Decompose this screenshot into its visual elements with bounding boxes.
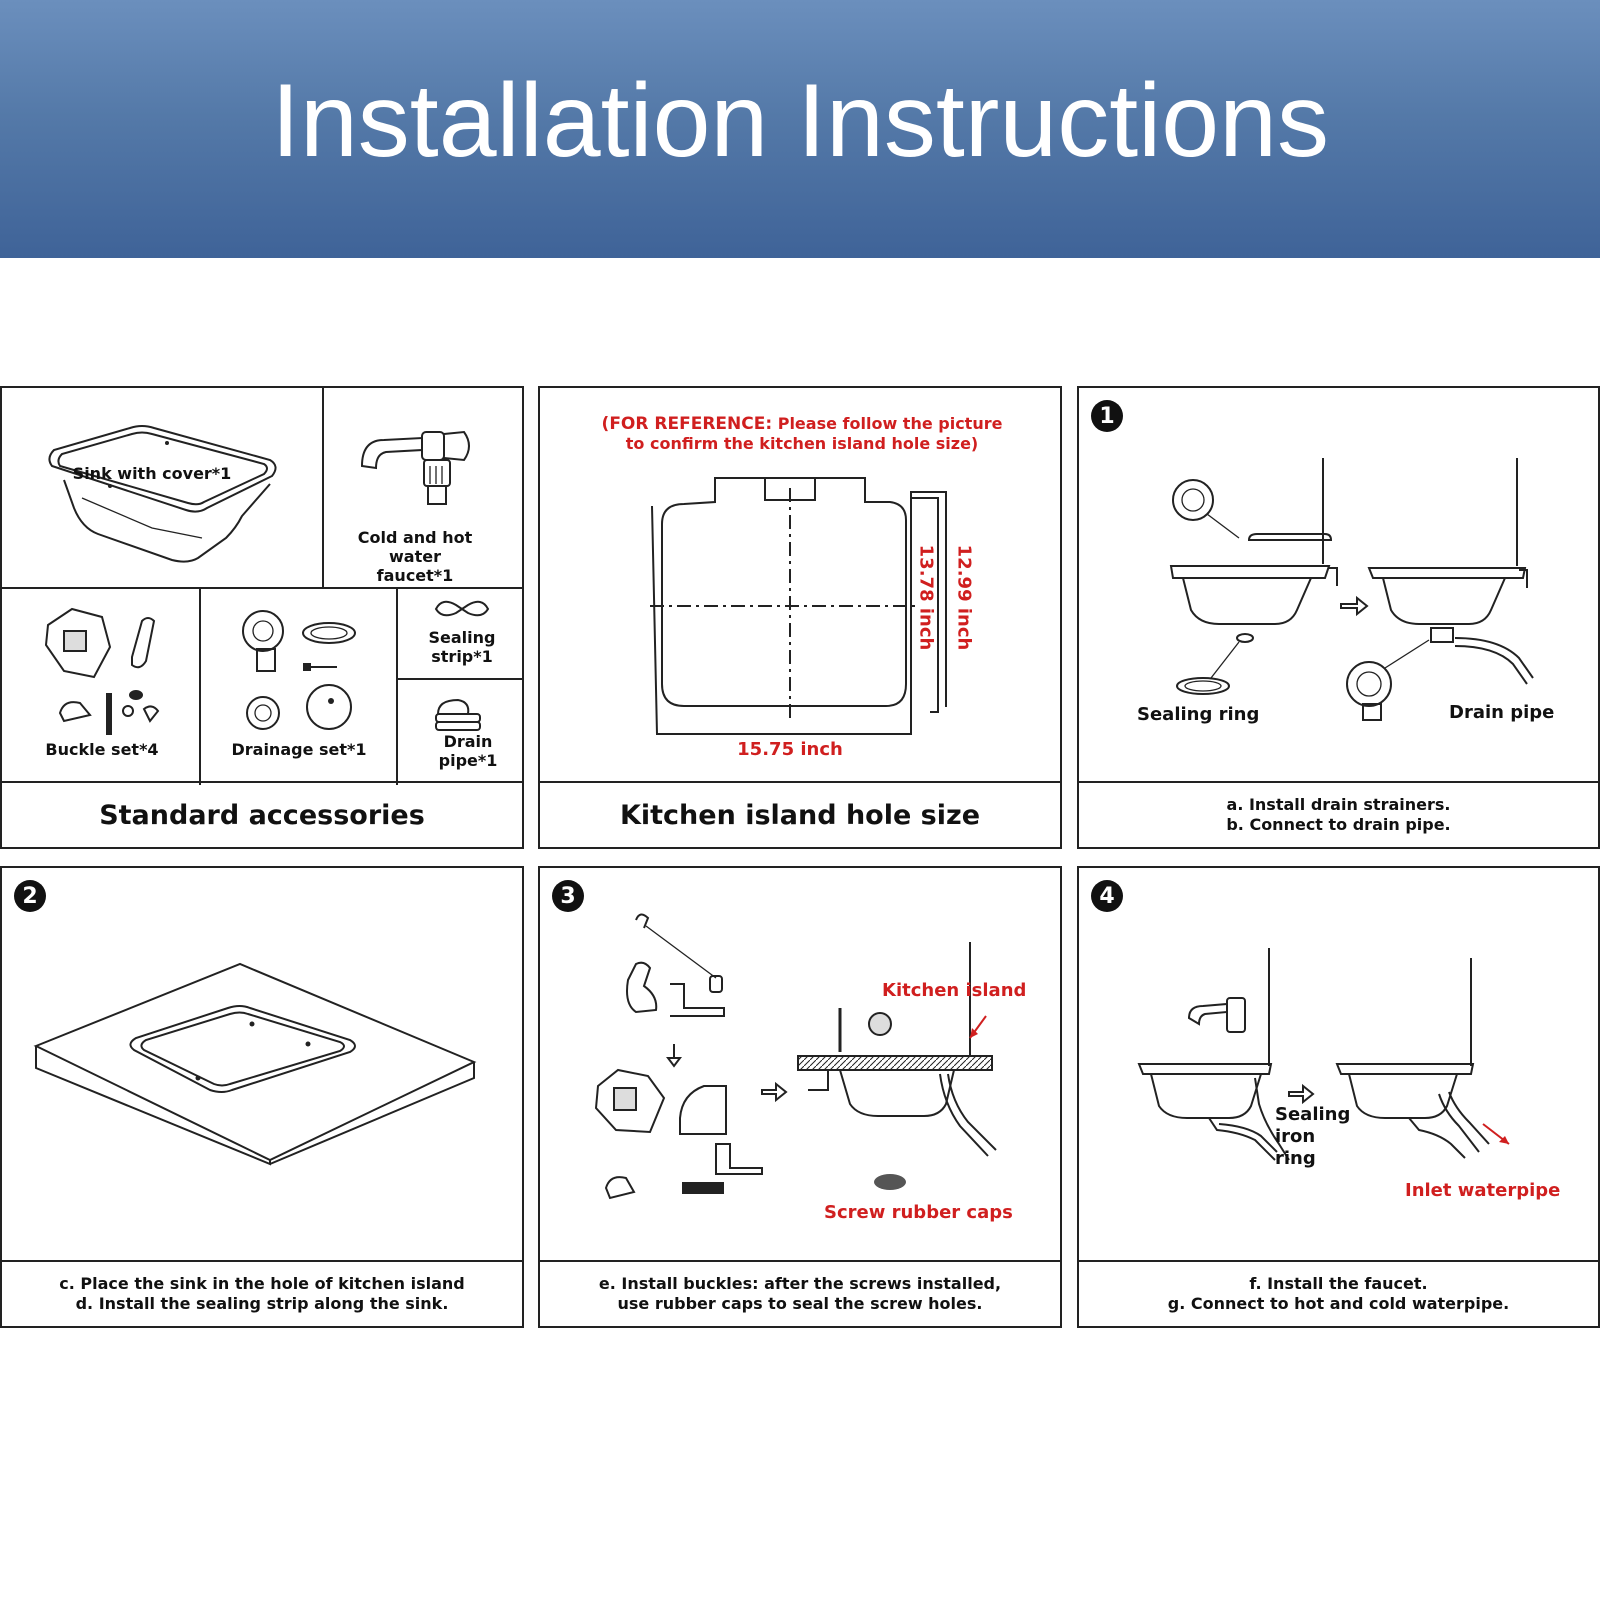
drain-pipe-illustration [435, 698, 481, 731]
hole-note-line2: to confirm the kitchen island hole size) [625, 434, 979, 453]
step-1-drain-pipe-label: Drain pipe [1449, 702, 1555, 723]
sink-with-cover-illustration [48, 425, 277, 563]
panel-step-3: 3 Kitchen island Screw rubber caps e. In… [538, 866, 1062, 1328]
step-3-illustration [594, 913, 997, 1200]
caption-step-4-g: g. Connect to hot and cold waterpipe. [1167, 1294, 1510, 1313]
hole-note-prefix: (FOR REFERENCE: [601, 414, 773, 434]
hole-size-diagram [650, 477, 947, 735]
label-sink-with-cover: Sink with cover*1 [72, 464, 232, 483]
cell-sealing-strip [396, 587, 524, 680]
step-1-sealing-ring-label: Sealing ring [1137, 704, 1260, 725]
hole-note-line1: Please follow the picture [777, 414, 1003, 433]
caption-step-2: c. Place the sink in the hole of kitchen… [2, 1260, 522, 1326]
cell-faucet [322, 388, 524, 589]
caption-standard-accessories: Standard accessories [2, 781, 522, 847]
hole-height-inner-label: 13.78 inch [915, 544, 937, 651]
caption-step-3-e1: e. Install buckles: after the screws ins… [598, 1274, 1002, 1293]
step-3-screw-caps-label: Screw rubber caps [824, 1202, 1013, 1223]
cell-drainage [199, 587, 398, 785]
hole-height-outer-label: 12.99 inch [953, 544, 975, 651]
hole-width-label: 15.75 inch [737, 739, 843, 760]
step-1-illustration [1169, 458, 1534, 721]
step-2-illustration [33, 962, 477, 1166]
panel-step-1: 1 Sealing ring Drain pipe a. Install dra… [1077, 386, 1600, 849]
cell-buckle [2, 587, 201, 785]
panel-step-4: 4 Sealing iron ring Inlet waterpipe f. I… [1077, 866, 1600, 1328]
label-drain-pipe: Drain pipe*1 [438, 732, 498, 770]
step-3-number-badge: 3 [552, 880, 584, 912]
caption-step-3-e2: use rubber caps to seal the screw holes. [617, 1294, 983, 1313]
hole-reference-note: (FOR REFERENCE: Please follow the pictur… [580, 414, 1024, 453]
caption-kitchen-island-hole-size: Kitchen island hole size [540, 781, 1060, 847]
page-title: Installation Instructions [271, 63, 1329, 179]
drainage-set-illustration [242, 610, 356, 730]
panel-kitchen-island-hole-size: (FOR REFERENCE: Please follow the pictur… [538, 386, 1062, 849]
step-4-sealing-iron-ring-label: Sealing iron ring [1275, 1104, 1351, 1169]
step-1-number-badge: 1 [1091, 400, 1123, 432]
step-3-kitchen-island-label: Kitchen island [882, 980, 1027, 1001]
caption-step-2-c: c. Place the sink in the hole of kitchen… [59, 1274, 465, 1293]
panel-standard-accessories: Sink with cover*1 Cold and hot water fau… [0, 386, 524, 849]
label-buckle-set: Buckle set*4 [45, 740, 159, 759]
step-4-illustration [1137, 948, 1510, 1161]
caption-step-2-d: d. Install the sealing strip along the s… [75, 1294, 449, 1313]
cell-sink [2, 388, 324, 589]
header-banner: Installation Instructions [0, 0, 1600, 258]
label-faucet: Cold and hot water faucet*1 [357, 528, 473, 585]
buckle-set-illustration [44, 607, 160, 735]
panel-step-2: 2 c. Place the sink in the hole of kitch… [0, 866, 524, 1328]
label-drainage-set: Drainage set*1 [231, 740, 367, 759]
step-2-number-badge: 2 [14, 880, 46, 912]
caption-step-3: e. Install buckles: after the screws ins… [540, 1260, 1060, 1326]
label-sealing-strip: Sealing strip*1 [428, 628, 496, 666]
faucet-illustration [360, 430, 470, 505]
sealing-strip-illustration [434, 600, 490, 617]
step-4-inlet-waterpipe-label: Inlet waterpipe [1405, 1180, 1561, 1201]
caption-step-4: f. Install the faucet. g. Connect to hot… [1079, 1260, 1598, 1326]
caption-step-1-b: b. Connect to drain pipe. [1226, 815, 1451, 834]
caption-step-1: a. Install drain strainers. b. Connect t… [1079, 781, 1598, 847]
caption-step-1-a: a. Install drain strainers. [1226, 795, 1451, 814]
step-4-number-badge: 4 [1091, 880, 1123, 912]
caption-step-4-f: f. Install the faucet. [1249, 1274, 1428, 1293]
